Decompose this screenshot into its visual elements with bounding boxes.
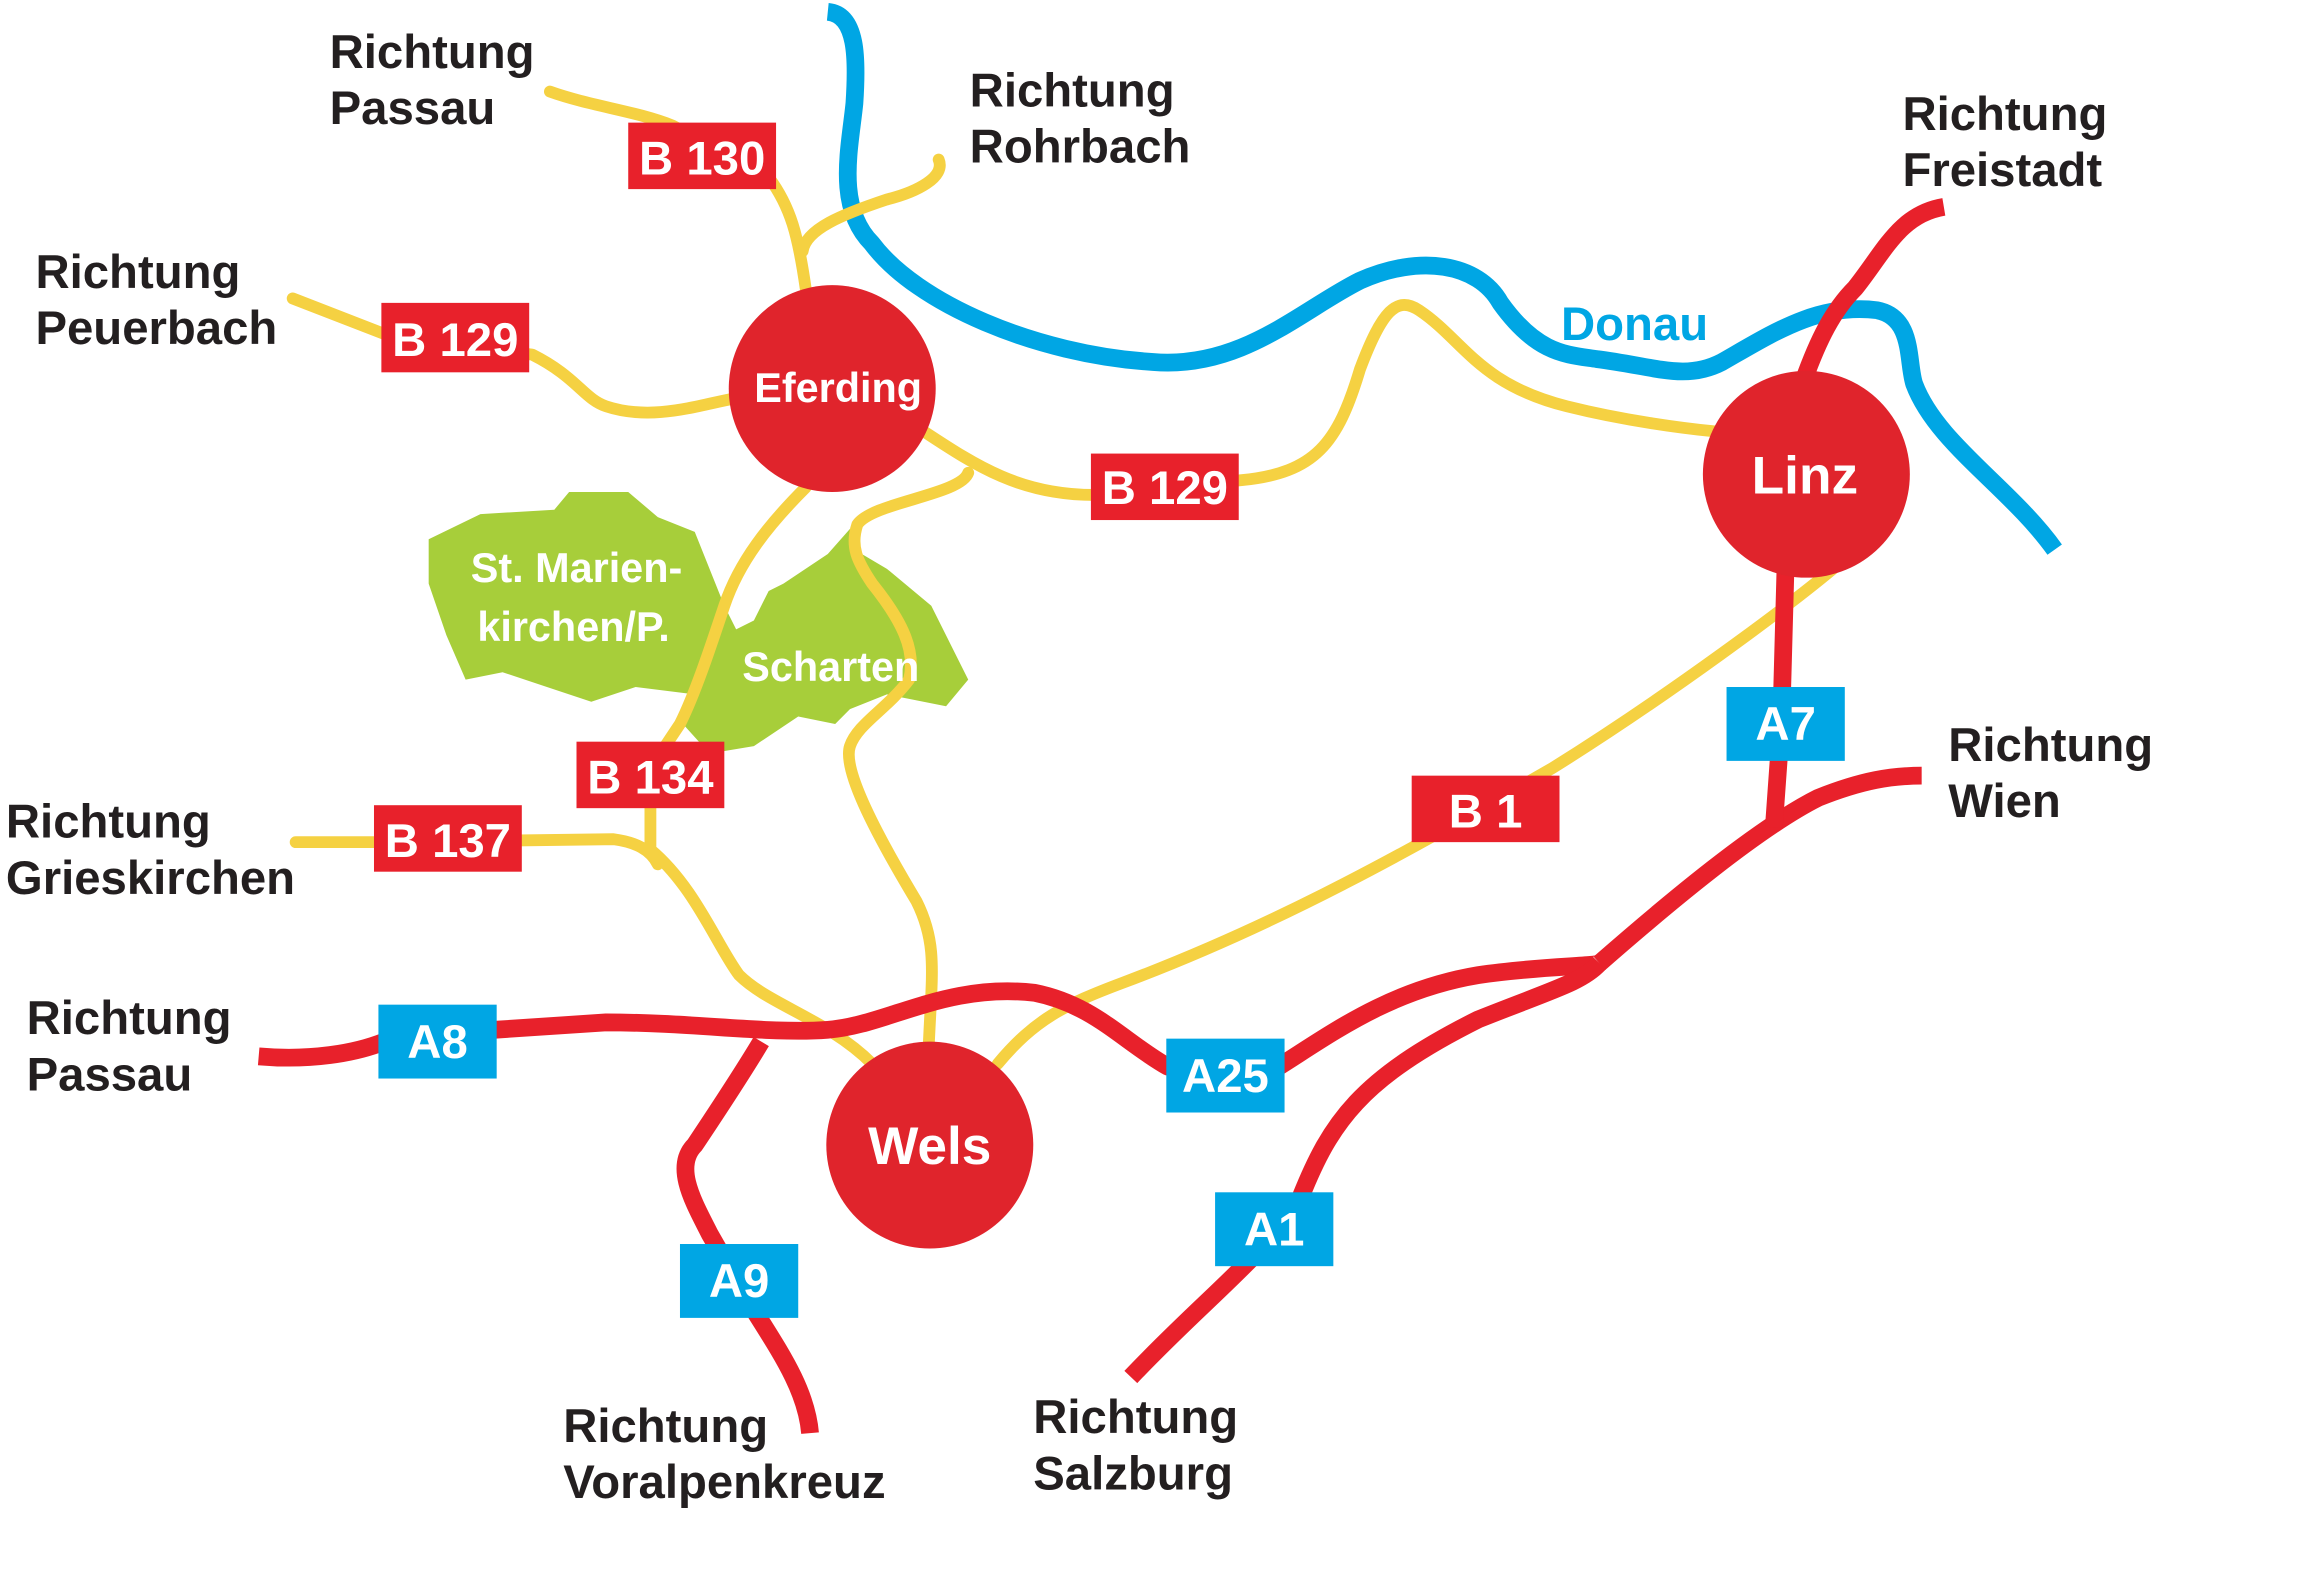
direction-rohrbach: Richtung Rohrbach <box>970 64 1191 173</box>
road-a1-salzburg <box>1124 956 1606 1384</box>
road-b130 <box>543 85 812 295</box>
road-b129-west <box>286 292 738 419</box>
badge-a1: A1 <box>1215 1192 1334 1267</box>
direction-grieskirchen: Richtung Grieskirchen <box>6 796 295 905</box>
badge-a9: A9 <box>679 1244 799 1318</box>
svg-text:Richtung: Richtung <box>1948 719 2153 772</box>
direction-passau-north: Richtung Passau <box>330 26 535 135</box>
city-label: Wels <box>868 1117 991 1176</box>
area-scharten <box>682 528 969 754</box>
road-a9 <box>676 1037 819 1435</box>
svg-text:B 130: B 130 <box>639 132 765 185</box>
area-label: kirchen/P. <box>477 604 669 650</box>
direction-wien: Richtung Wien <box>1948 719 2153 828</box>
badge-b130: B 130 <box>628 122 777 190</box>
direction-freistadt: Richtung Freistadt <box>1902 88 2107 197</box>
river-label: Donau <box>1561 298 1708 351</box>
road-rohrbach <box>796 153 946 258</box>
svg-text:Richtung: Richtung <box>6 796 211 849</box>
svg-text:Richtung: Richtung <box>563 1400 768 1453</box>
svg-text:Passau: Passau <box>330 82 496 135</box>
badge-a8: A8 <box>378 1004 497 1079</box>
svg-text:B 129: B 129 <box>1102 462 1228 515</box>
city-eferding: Eferding <box>728 285 936 492</box>
svg-text:A9: A9 <box>709 1255 769 1308</box>
direction-peuerbach: Richtung Peuerbach <box>35 246 277 355</box>
svg-text:Richtung: Richtung <box>1033 1391 1238 1444</box>
area-st-marienkirchen <box>428 491 740 702</box>
city-wels: Wels <box>826 1041 1034 1249</box>
svg-text:B 137: B 137 <box>385 815 511 868</box>
badge-b129-east: B 129 <box>1090 453 1239 521</box>
svg-text:Richtung: Richtung <box>35 246 240 299</box>
svg-text:Voralpenkreuz: Voralpenkreuz <box>563 1456 885 1509</box>
badge-b134: B 134 <box>576 741 725 809</box>
road-freistadt <box>1795 198 1946 385</box>
svg-text:A7: A7 <box>1755 698 1815 751</box>
badge-a7: A7 <box>1726 687 1845 761</box>
svg-text:Peuerbach: Peuerbach <box>35 302 277 355</box>
area-label: Scharten <box>742 644 919 690</box>
road-scharten <box>843 466 975 1063</box>
svg-text:A25: A25 <box>1182 1050 1269 1103</box>
svg-text:Freistadt: Freistadt <box>1902 144 2102 197</box>
area-label: St. Marien- <box>471 545 682 591</box>
direction-passau-west: Richtung Passau <box>27 992 232 1101</box>
road-a8-a25 <box>257 954 1606 1076</box>
svg-text:B 1: B 1 <box>1449 785 1523 838</box>
road-a1-wien <box>1593 766 1922 970</box>
city-label: Eferding <box>754 365 922 411</box>
badge-b1: B 1 <box>1411 775 1560 843</box>
city-linz: Linz <box>1702 370 1910 578</box>
direction-voralpenkreuz: Richtung Voralpenkreuz <box>563 1400 885 1509</box>
river-donau <box>825 3 2062 555</box>
svg-text:Richtung: Richtung <box>1902 88 2107 141</box>
svg-text:Richtung: Richtung <box>27 992 232 1045</box>
direction-salzburg: Richtung Salzburg <box>1033 1391 1238 1500</box>
road-b134 <box>644 481 879 1070</box>
road-b129-east <box>917 299 1721 501</box>
svg-text:Wien: Wien <box>1948 775 2061 828</box>
city-label: Linz <box>1752 446 1858 505</box>
badge-b129-west: B 129 <box>381 302 530 373</box>
badge-b137: B 137 <box>373 805 522 872</box>
svg-text:Richtung: Richtung <box>330 26 535 79</box>
svg-text:Passau: Passau <box>27 1048 193 1101</box>
svg-text:B 134: B 134 <box>587 751 714 804</box>
svg-text:A8: A8 <box>407 1016 467 1069</box>
svg-text:Richtung: Richtung <box>970 64 1175 117</box>
svg-text:Salzburg: Salzburg <box>1033 1447 1233 1500</box>
badge-a25: A25 <box>1166 1038 1285 1113</box>
svg-text:B 129: B 129 <box>392 314 518 367</box>
road-b137 <box>289 833 664 871</box>
svg-text:Grieskirchen: Grieskirchen <box>6 852 295 905</box>
svg-text:Rohrbach: Rohrbach <box>970 121 1191 174</box>
svg-text:A1: A1 <box>1244 1203 1304 1256</box>
